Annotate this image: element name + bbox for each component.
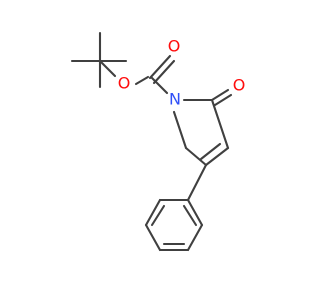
- bond-carbonyl-co-2: [152, 59, 176, 85]
- bond-phenyl-6: [186, 198, 204, 227]
- bond-lactam-co-2: [213, 93, 233, 107]
- bond-phenyl-3: [144, 223, 162, 252]
- bond-phenyl-5: [186, 223, 204, 252]
- bond-ch-c-double-2: [199, 142, 222, 161]
- structure-canvas: O O O N: [70, 31, 246, 252]
- bond-n-to-ch2: [172, 110, 188, 150]
- molecule-diagram: O O O N: [70, 31, 246, 252]
- bond-phenyl-2: [144, 198, 162, 227]
- bond-phenyl-inner-1: [150, 204, 166, 227]
- bond-ch-c-double-1: [204, 146, 230, 167]
- bond-ester-o-to-carbonyl-c: [134, 75, 150, 86]
- bond-c-to-ch2: [184, 146, 208, 167]
- atom-o-carbonyl-boc: O: [168, 37, 181, 56]
- bond-ring-to-phenyl: [186, 163, 208, 202]
- bond-phenyl-inner-3: [182, 204, 198, 227]
- bond-carbonyl-c-to-n: [150, 76, 169, 95]
- atom-o-ester: O: [118, 74, 131, 93]
- atom-o-lactam: O: [233, 76, 246, 95]
- atom-n-ring: N: [169, 90, 181, 109]
- bond-lactam-c-to-ch: [210, 98, 230, 150]
- bond-tbu-to-ester-o: [98, 59, 117, 78]
- bond-carbonyl-co-1: [148, 54, 172, 80]
- bond-lactam-co-1: [210, 88, 230, 102]
